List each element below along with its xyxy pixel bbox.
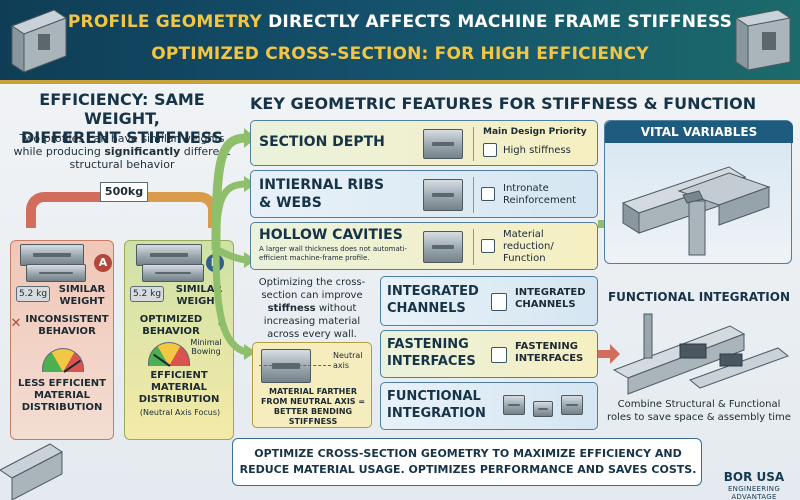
- divider: [473, 229, 474, 265]
- vital-variables-title: VITAL VARIABLES: [605, 121, 793, 143]
- flow-arrows-icon: [211, 128, 256, 360]
- ribs-card: INTIERNAL RIBS & WEBS Intronate Reinforc…: [250, 170, 598, 218]
- profile-a-extrusion-icon: [26, 264, 86, 282]
- note-post: without increasing material across every…: [263, 303, 361, 340]
- functional-card: FUNCTIONAL INTEGRATION: [380, 382, 598, 430]
- profile-icon: [261, 349, 311, 383]
- neutral-axis-label: Neutral axis: [333, 351, 363, 370]
- section-depth-benefit: High stiffness: [503, 145, 571, 156]
- bowing-note: Minimal Bowing: [190, 338, 222, 356]
- efficiency-title-line2: DIFFERENT STIFFNESS: [20, 128, 224, 147]
- cavities-card: HOLLOW CAVITIES A larger wall thickness …: [250, 222, 598, 270]
- behavior-a: INCONSISTENT BEHAVIOR: [25, 314, 109, 337]
- fastening-benefit: FASTENING INTERFACES: [515, 341, 584, 364]
- extrusion-corner-icon: [10, 9, 68, 73]
- features-title: KEY GEOMETRIC FEATURES FOR STIFFNESS & F…: [250, 94, 757, 113]
- priority-label: Main Design Priority: [483, 127, 587, 137]
- assembly-icon: [612, 313, 790, 395]
- brand-logo: BOR USA ENGINEERING ADVANTAGE: [708, 470, 800, 500]
- logo-main: BOR USA: [723, 470, 785, 484]
- efficiency-title-line1: EFFICIENCY: SAME WEIGHT,: [39, 90, 205, 128]
- divider: [473, 127, 474, 161]
- frame-joint-icon: [621, 166, 771, 256]
- desc-bold: significantly: [104, 145, 181, 158]
- profile-icon: [423, 179, 463, 211]
- divider: [473, 177, 474, 213]
- profile-a-extrusion-icon: [20, 244, 84, 266]
- extrusion-corner-icon: [734, 9, 792, 71]
- profile-b-extrusion-icon: [136, 244, 202, 266]
- profile-a-badge: A: [94, 254, 112, 272]
- cavities-title: HOLLOW CAVITIES: [259, 227, 403, 243]
- result-b-note: (Neutral Axis Focus): [139, 408, 221, 417]
- result-a: LESS EFFICIENT MATERIAL DISTRIBUTION: [18, 378, 106, 413]
- efficiency-description: Two profiles can have similar weights wh…: [8, 132, 236, 171]
- neutral-axis-caption: MATERIAL FARTHER FROM NEUTRAL AXIS = BET…: [260, 387, 366, 426]
- neutral-axis-box: Neutral axis MATERIAL FARTHER FROM NEUTR…: [252, 342, 372, 428]
- fastener-icon: [491, 347, 507, 363]
- efficiency-title: EFFICIENCY: SAME WEIGHT, DIFFERENT STIFF…: [6, 90, 238, 147]
- channels-benefit: INTEGRATED CHANNELS: [515, 287, 586, 310]
- efficiency-panel: EFFICIENCY: SAME WEIGHT, DIFFERENT STIFF…: [6, 90, 238, 442]
- bracket-icon: [561, 395, 583, 415]
- vital-variables-box: VITAL VARIABLES: [604, 120, 793, 264]
- arrow-right-icon: [598, 344, 620, 364]
- summary-line1: OPTIMIZE CROSS-SECTION GEOMETRY TO MAXIM…: [254, 447, 682, 460]
- optimizing-note: Optimizing the cross-section can improve…: [252, 276, 372, 340]
- behavior-b: OPTIMIZED BEHAVIOR: [139, 314, 203, 337]
- desc-pre: Two profiles can have similar weights wh…: [13, 132, 225, 158]
- load-weight-box: 500kg: [100, 182, 148, 202]
- title-highlight: PROFILE GEOMETRY: [67, 12, 262, 32]
- connector-icon: [533, 401, 553, 417]
- profile-b-extrusion-icon: [142, 264, 204, 282]
- load-arrow-left: [26, 192, 116, 228]
- cross-icon: ✕: [10, 316, 22, 331]
- similar-weight-a: SIMILAR WEIGHT: [58, 284, 106, 307]
- profile-icon: [423, 231, 463, 263]
- stiffness-icon: [483, 143, 497, 157]
- channel-icon: [491, 293, 507, 311]
- fastening-title: FASTENING INTERFACES: [387, 337, 476, 369]
- page-subtitle: OPTIMIZED CROSS-SECTION: FOR HIGH EFFICI…: [151, 44, 649, 64]
- functional-caption: Combine Structural & Functional roles to…: [607, 399, 791, 423]
- extrusion-corner-icon: [0, 443, 63, 500]
- page-title: PROFILE GEOMETRY DIRECTLY AFFECTS MACHIN…: [0, 12, 800, 32]
- profile-icon: [423, 129, 463, 159]
- desc-post: different structural behavior: [69, 145, 231, 171]
- section-depth-title: SECTION DEPTH: [259, 134, 385, 150]
- channels-title: INTEGRATED CHANNELS: [387, 284, 479, 316]
- neutral-axis-line: [259, 365, 331, 366]
- weight-tag-a: 5.2 kg: [16, 286, 50, 302]
- logo-sub: ENGINEERING ADVANTAGE: [727, 485, 781, 500]
- note-bold: stiffness: [267, 303, 316, 314]
- note-pre: Optimizing the cross-section can improve: [258, 277, 366, 301]
- cavities-note: A larger wall thickness does not automat…: [259, 245, 407, 262]
- result-b: EFFICIENT MATERIAL DISTRIBUTION: [138, 370, 220, 405]
- ribs-benefit: Intronate Reinforcement: [503, 183, 577, 206]
- cavities-benefit: Material reduction/ Function: [503, 229, 554, 264]
- summary-text: OPTIMIZE CROSS-SECTION GEOMETRY TO MAXIM…: [239, 446, 697, 478]
- summary-line2: REDUCE MATERIAL USAGE. OPTIMIZES PERFORM…: [239, 463, 697, 476]
- title-rest: DIRECTLY AFFECTS MACHINE FRAME STIFFNESS: [268, 12, 733, 32]
- fastening-card: FASTENING INTERFACES FASTENING INTERFACE…: [380, 330, 598, 378]
- material-reduction-icon: [481, 239, 495, 253]
- section-depth-card: SECTION DEPTH Main Design Priority High …: [250, 120, 598, 166]
- ribs-title: INTIERNAL RIBS & WEBS: [259, 176, 419, 212]
- reinforcement-icon: [481, 187, 495, 201]
- functional-integration-title: FUNCTIONAL INTEGRATION: [607, 290, 791, 304]
- header-banner: PROFILE GEOMETRY DIRECTLY AFFECTS MACHIN…: [0, 0, 800, 84]
- summary-bar: OPTIMIZE CROSS-SECTION GEOMETRY TO MAXIM…: [232, 438, 702, 486]
- weight-tag-b: 5.2 kg: [130, 286, 164, 302]
- similar-weight-b: SIMILAR WEIGHT: [175, 284, 223, 307]
- ribs-title-line1: INTIERNAL RIBS: [259, 177, 385, 193]
- functional-title: FUNCTIONAL INTEGRATION: [387, 389, 486, 421]
- channels-card: INTEGRATED CHANNELS INTEGRATED CHANNELS: [380, 276, 598, 326]
- ribs-title-line2: & WEBS: [259, 195, 322, 211]
- bracket-icon: [503, 395, 525, 415]
